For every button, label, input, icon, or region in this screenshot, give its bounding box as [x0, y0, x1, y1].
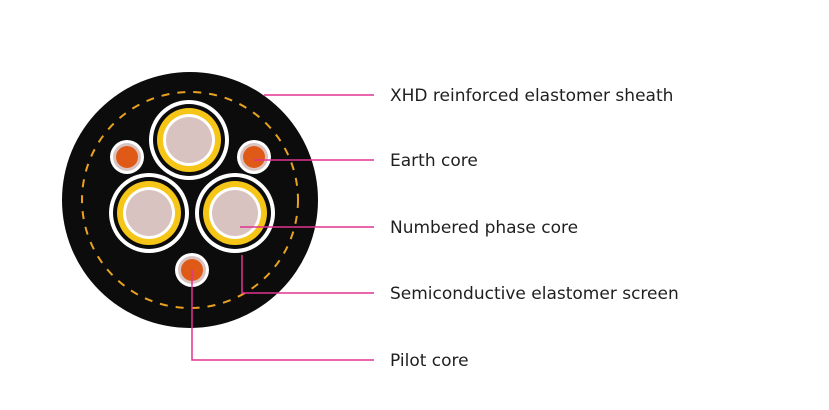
semiconductive-screen	[81, 91, 299, 309]
label-phase-core: Numbered phase core	[390, 218, 579, 238]
leader-line-pilot-core	[191, 270, 374, 361]
earth-core-left	[110, 140, 144, 174]
label-sheath: XHD reinforced elastomer sheath	[390, 86, 674, 106]
outer-sheath	[62, 72, 318, 328]
phase-core-left	[109, 173, 189, 253]
earth-core-right	[237, 140, 271, 174]
phase-core-top	[149, 100, 229, 180]
label-semiconductive-screen: Semiconductive elastomer screen	[390, 284, 679, 304]
label-earth-core: Earth core	[390, 151, 478, 171]
leader-line-screen	[241, 255, 374, 294]
label-pilot-core: Pilot core	[390, 351, 469, 371]
phase-core-right	[195, 173, 275, 253]
